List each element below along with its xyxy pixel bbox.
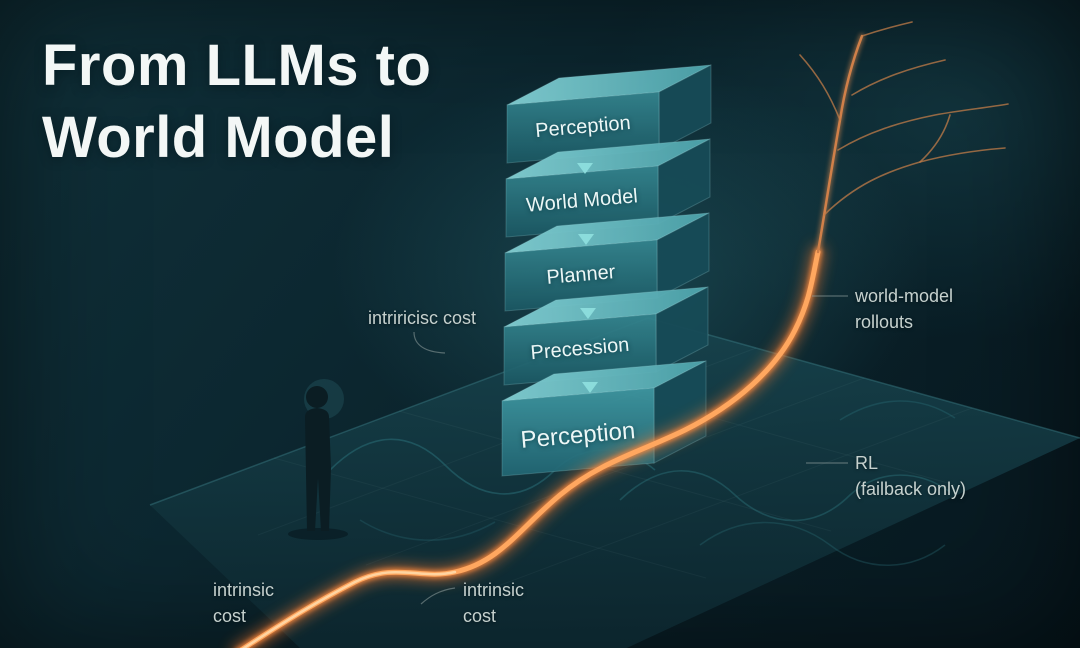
annotation-intrinsic-cost-left: intrinsic cost [213,577,274,629]
person-shadow [288,528,348,540]
leader-lines [413,295,848,605]
annotation-line: cost [213,606,247,627]
stack-arrows [577,163,598,393]
page-title: From LLMs to World Model [42,30,431,174]
leader-line-intrinsic-center [420,587,456,605]
annotation-line: RL [855,453,879,473]
annotation-line: rollouts [855,312,914,333]
annotation-world-model-rollouts: world-model rollouts [855,283,953,335]
annotation-line: world-model [855,286,954,306]
annotation-intrinsic-cost-center: intrinsic cost [463,577,524,629]
stack-block-4 [503,286,709,386]
block-stack-graphic [501,64,712,477]
annotation-intrinsic-cost-mid: intriricisc cost [368,308,477,328]
stack-block-3 [504,212,710,312]
down-arrow-icon [577,163,593,174]
trajectory-branches [799,21,1009,216]
down-arrow-icon [582,382,598,393]
leader-line-intrinsic-mid [413,331,446,354]
annotation-rl-fallback: RL (failback only) [855,450,966,502]
person-silhouette [288,379,348,540]
stack-block-2 [505,138,711,238]
down-arrow-icon [578,234,594,245]
title-line-1: From LLMs to [42,33,432,98]
annotation-line: intrinsic [463,580,525,600]
annotation-line: (failback only) [855,479,967,500]
annotation-line: intrinsic [213,580,275,600]
down-arrow-icon [580,308,596,319]
stack-block-1 [506,64,712,164]
title-line-2: World Model [42,105,395,170]
annotation-line: cost [463,606,497,627]
